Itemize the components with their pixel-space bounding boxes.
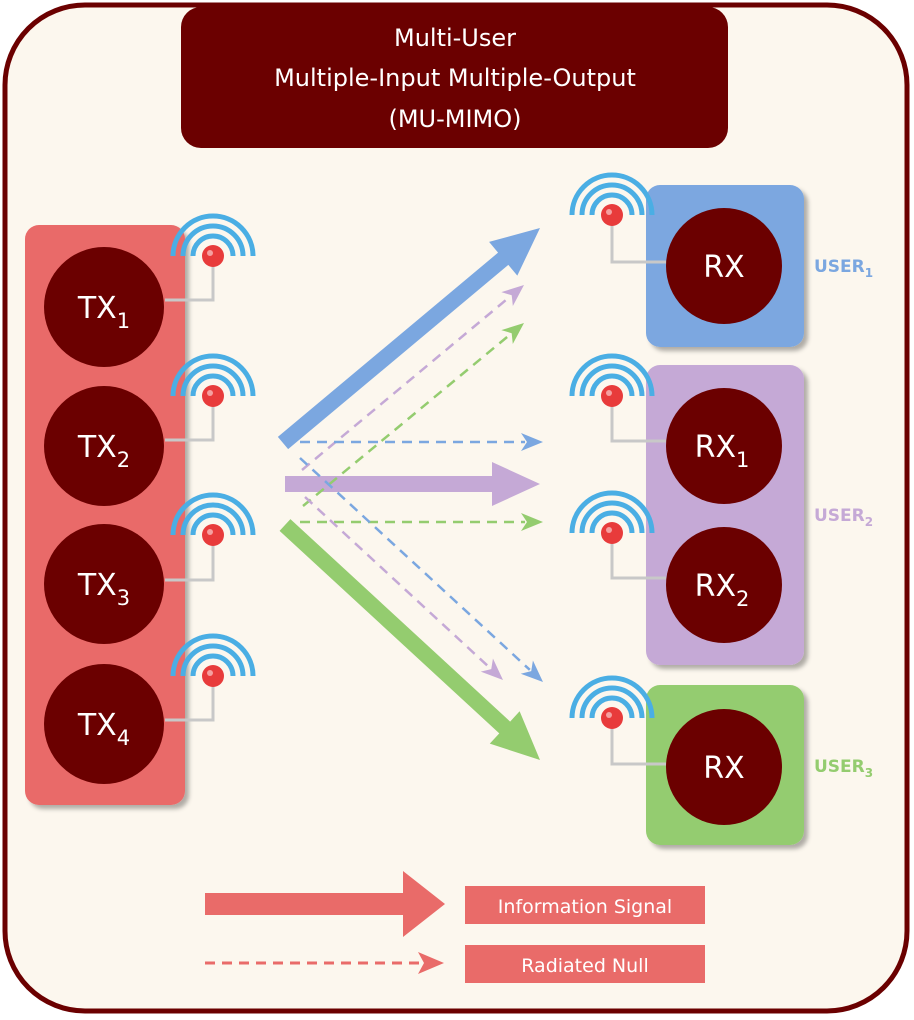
tx-3-label: TX [77, 568, 117, 603]
tx-node-3: TX3 [44, 524, 164, 644]
antenna-icon [165, 492, 256, 582]
tx-node-1: TX1 [44, 247, 164, 367]
svg-text:RX2: RX2 [695, 569, 750, 611]
antenna-icon [165, 633, 256, 722]
svg-text:TX2: TX2 [77, 430, 130, 472]
tx-1-label: TX [77, 291, 117, 326]
svg-text:TX1: TX1 [77, 291, 130, 333]
rx-user-1-label: RX [703, 250, 744, 285]
legend-information-arrow [205, 871, 445, 937]
info-signal-user-2 [285, 462, 540, 506]
rx-user-2-1-label: RX [695, 430, 736, 465]
null-user-3-to-2 [300, 513, 543, 531]
tx-3-sub: 3 [117, 586, 130, 610]
null-user-2-to-3 [304, 496, 503, 680]
info-signal-user-3 [279, 519, 540, 760]
legend-null-arrowhead [418, 952, 444, 974]
tx-2-label: TX [77, 430, 117, 465]
legend-information-label: Information Signal [498, 896, 672, 918]
rx-node-user-2-1: RX1 [666, 388, 782, 504]
rx-user-2-1-sub: 1 [736, 448, 749, 472]
svg-text:TX4: TX4 [77, 708, 130, 750]
legend-null-label: Radiated Null [521, 955, 648, 977]
antenna-icon [569, 172, 666, 264]
antenna-icon [569, 353, 666, 443]
rx-user-3-label: RX [703, 751, 744, 786]
antenna-icon [569, 675, 666, 766]
antenna-icon [165, 213, 256, 302]
svg-text:RX1: RX1 [695, 430, 750, 472]
antenna-icon [165, 353, 256, 442]
rx-node-user-2-2: RX2 [666, 527, 782, 643]
user-2-label: USER2 [814, 506, 873, 529]
signal-arrows [277, 228, 543, 760]
tx-4-label: TX [77, 708, 117, 743]
title-box: Multi-User Multiple-Input Multiple-Outpu… [181, 7, 728, 148]
title-line-3: (MU-MIMO) [388, 105, 521, 133]
title-line-2: Multiple-Input Multiple-Output [274, 64, 636, 92]
tx-2-sub: 2 [117, 448, 130, 472]
rx-node-user-3: RX [666, 709, 782, 825]
null-user-1-to-2 [300, 433, 543, 451]
svg-text:RX: RX [703, 250, 744, 285]
tx-node-4: TX4 [44, 664, 164, 784]
info-signal-user-1 [277, 228, 540, 450]
tx-1-sub: 1 [117, 309, 130, 333]
user-1-label: USER1 [814, 257, 873, 280]
transmitter-panel [25, 225, 185, 805]
rx-user-2-2-sub: 2 [736, 587, 749, 611]
user-3-label: USER3 [814, 757, 873, 780]
legend-information-box [465, 886, 705, 924]
title-line-1: Multi-User [394, 24, 516, 52]
null-user-1-to-3 [299, 457, 543, 682]
null-user-3-to-1 [302, 323, 524, 507]
legend: Information Signal Radiated Null [205, 871, 705, 983]
tx-node-2: TX2 [44, 386, 164, 506]
tx-4-sub: 4 [117, 726, 130, 750]
antenna-icon [569, 490, 666, 580]
null-user-2-to-1 [301, 285, 524, 471]
rx-user-2-2-label: RX [695, 569, 736, 604]
antenna-group [165, 172, 666, 766]
svg-text:RX: RX [703, 751, 744, 786]
legend-null-box [465, 945, 705, 983]
svg-text:TX3: TX3 [77, 568, 130, 610]
rx-node-user-1: RX [666, 208, 782, 324]
